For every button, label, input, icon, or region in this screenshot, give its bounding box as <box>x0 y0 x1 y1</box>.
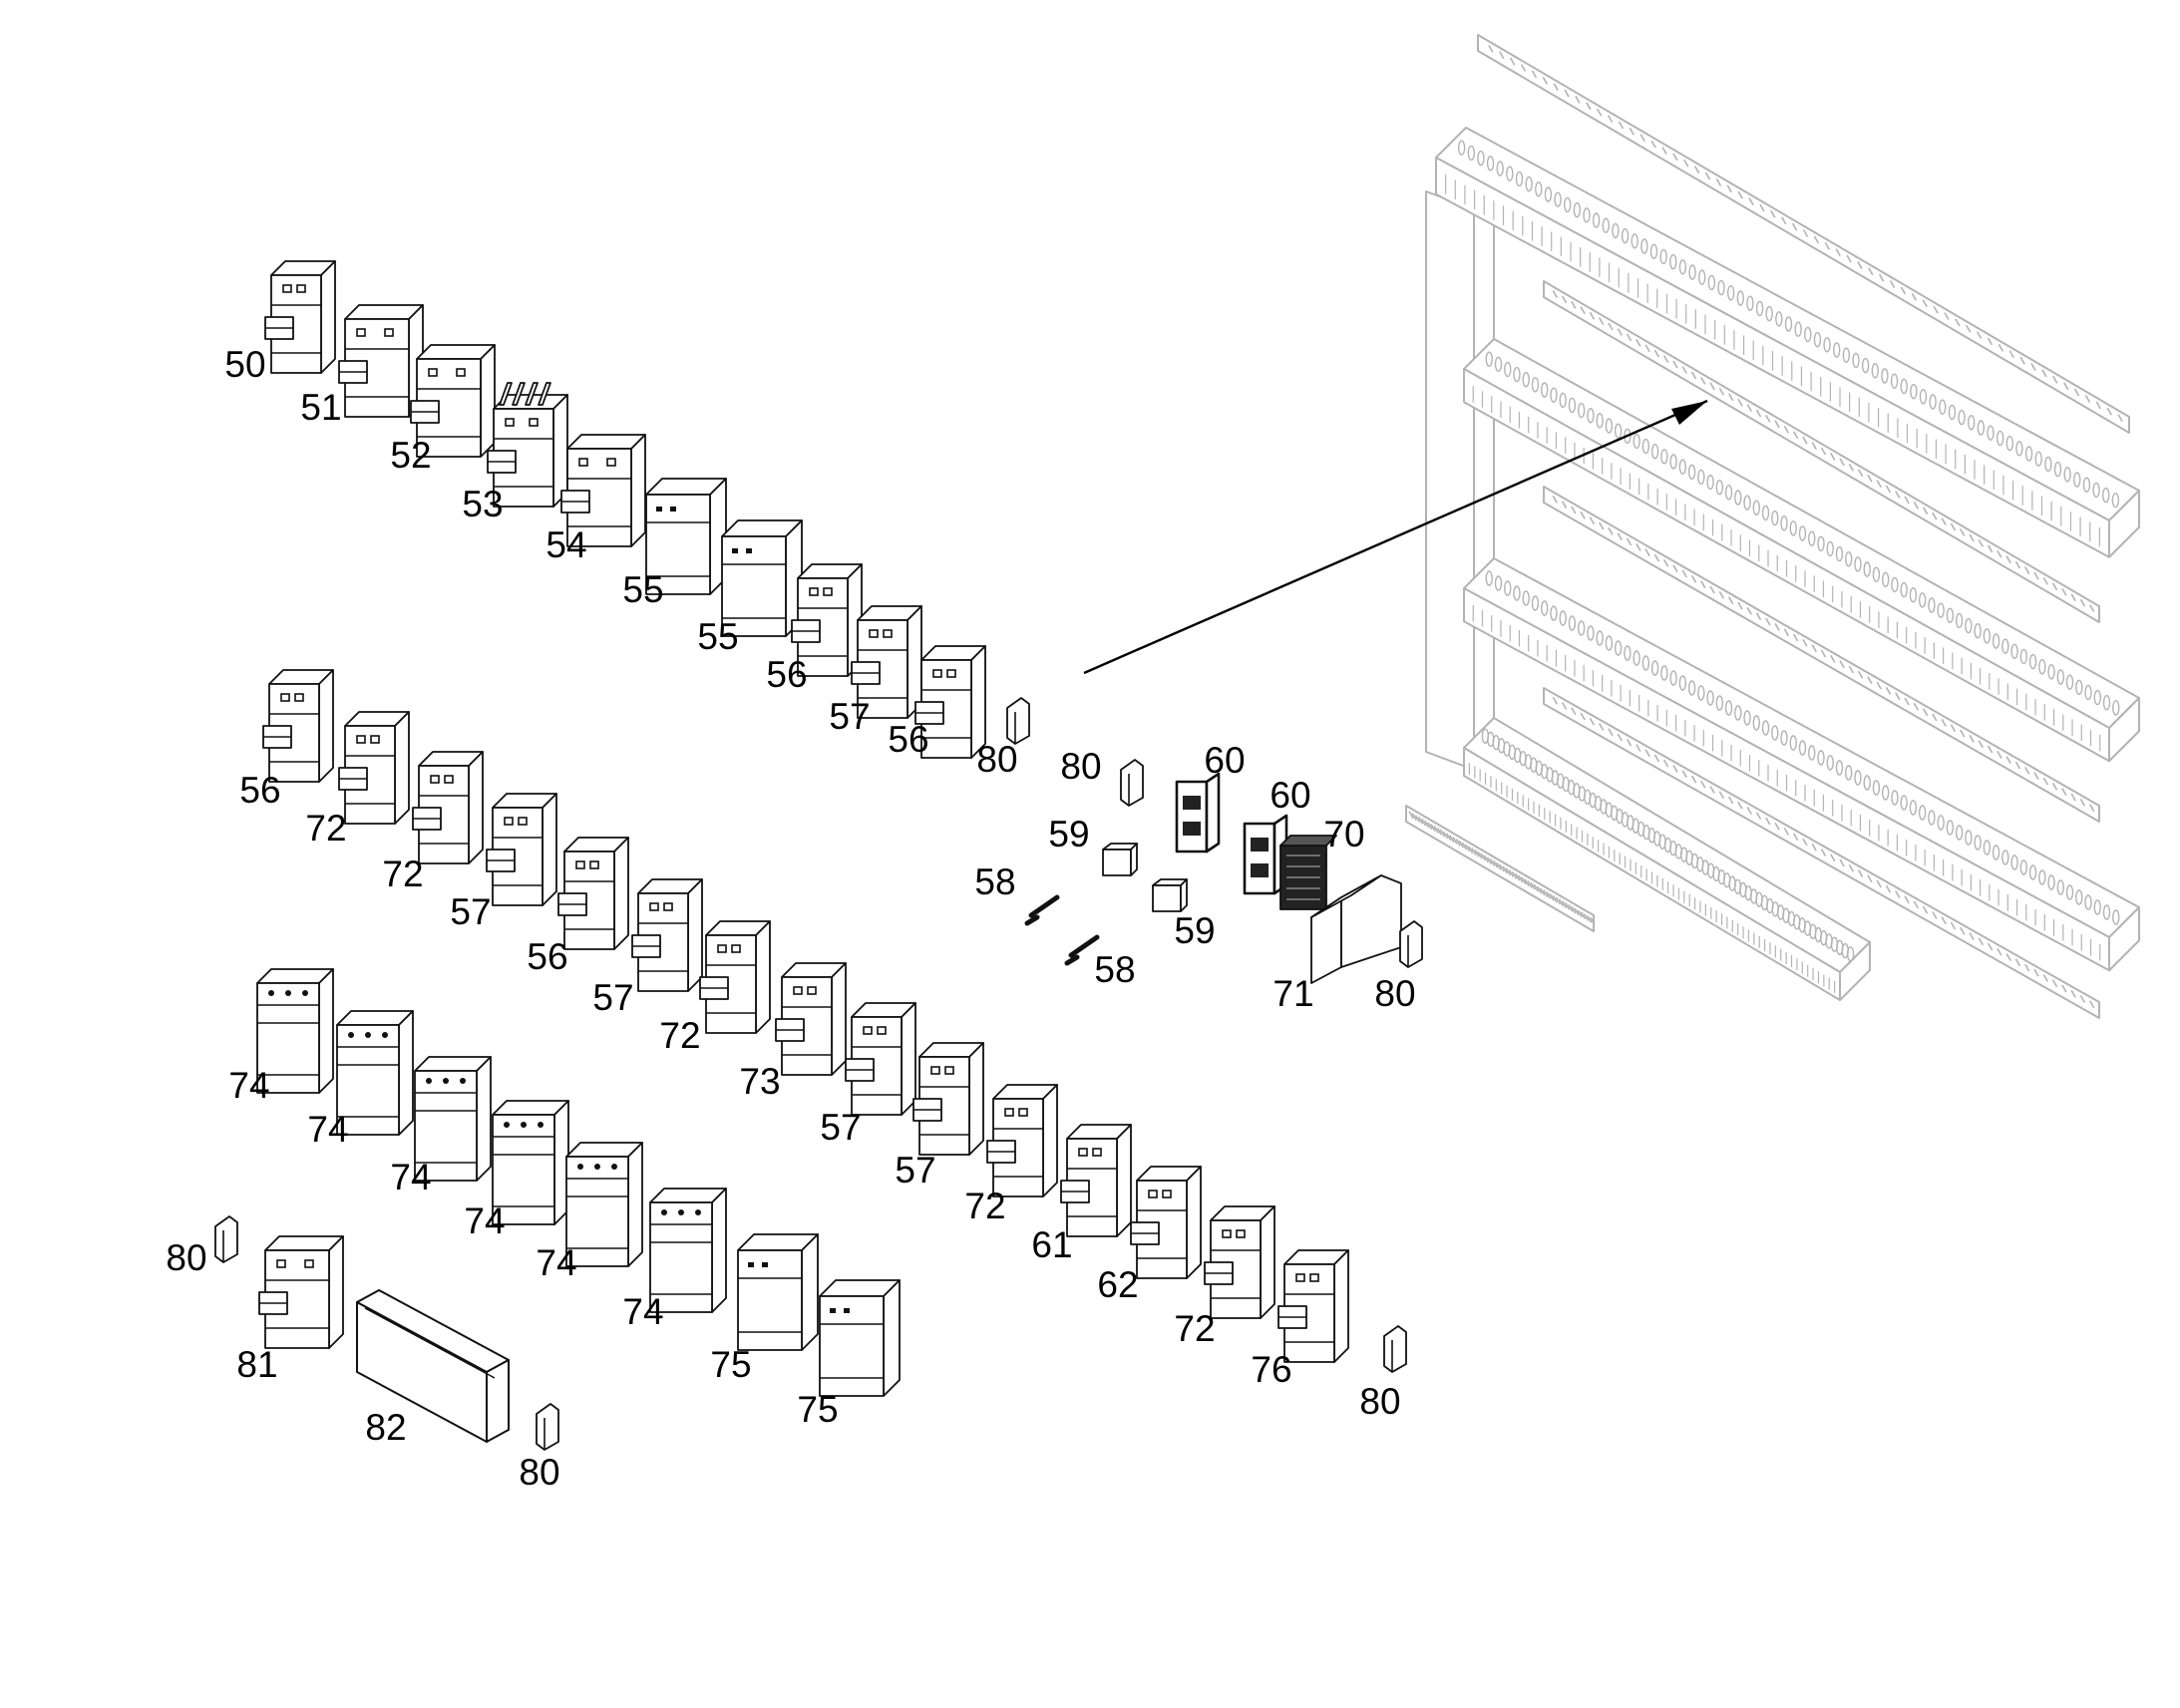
part-power-supply-dark-r4 <box>1279 835 1337 910</box>
din-rail <box>1543 687 2100 1019</box>
part-terminal-module-r9 <box>1310 874 1402 984</box>
part-contactor-l3 <box>414 1056 492 1182</box>
din-rail <box>1405 805 1596 932</box>
part-breaker-1p-m5 <box>557 837 629 950</box>
din-rail <box>1543 280 2100 623</box>
part-breaker-1p-m15 <box>1277 1249 1349 1363</box>
part-breaker-1p-m7 <box>699 920 771 1034</box>
part-breaker-1p-m2 <box>338 711 410 825</box>
slotted-cable-duct <box>1435 127 2140 558</box>
part-contactor-l1 <box>256 968 334 1094</box>
part-module-box-l8 <box>819 1279 901 1397</box>
part-end-stop-r10 <box>1399 920 1423 968</box>
part-breaker-1p-m12 <box>1060 1124 1132 1237</box>
part-breaker-1p-m11 <box>986 1084 1058 1197</box>
part-breaker-1p-m10 <box>912 1042 984 1156</box>
part-end-stop-b4 <box>536 1403 559 1451</box>
part-module-box-c6 <box>645 478 727 595</box>
leader-arrow-line <box>1083 399 1708 675</box>
part-breaker-1p-m13 <box>1130 1166 1202 1279</box>
part-breaker-1p-c10 <box>914 645 986 759</box>
part-contactor-l2 <box>336 1010 414 1136</box>
part-breaker-2p-c2 <box>338 304 424 418</box>
part-breaker-2p-b2 <box>258 1235 344 1349</box>
part-breaker-1p-c1 <box>264 260 336 374</box>
leader-arrowhead <box>1671 401 1707 425</box>
part-cover-tray-b3 <box>356 1289 510 1443</box>
part-module-box-c7 <box>721 519 803 637</box>
part-breaker-1p-m3 <box>412 751 484 864</box>
part-breaker-1p-m6 <box>631 878 703 992</box>
part-relay-cube-r6 <box>1152 878 1188 912</box>
part-end-stop-m16 <box>1383 1325 1407 1373</box>
part-breaker-1p-c9 <box>851 605 922 719</box>
part-contactor-l4 <box>492 1100 569 1225</box>
part-contactor-l5 <box>565 1142 643 1267</box>
part-breaker-1p-m8 <box>775 962 847 1076</box>
slotted-cable-duct <box>1463 338 2140 763</box>
part-bridge-clip-r8 <box>1064 934 1100 966</box>
part-bridge-clip-r7 <box>1024 894 1060 926</box>
part-switch-finned-c4 <box>487 382 568 508</box>
part-contactor-l6 <box>649 1188 727 1313</box>
part-breaker-1p-m1 <box>262 669 334 783</box>
din-rail <box>1477 34 2130 434</box>
part-breaker-2p-c3 <box>410 344 496 458</box>
component-drawings <box>214 260 1423 1451</box>
slotted-cable-duct <box>1463 557 2140 972</box>
part-module-box-l7 <box>737 1233 819 1351</box>
part-breaker-2p-c5 <box>560 434 646 547</box>
part-breaker-1p-c8 <box>791 563 863 677</box>
part-end-stop-c11 <box>1006 697 1030 745</box>
part-end-stop-r1 <box>1120 759 1144 807</box>
cable-duct-rail-assembly <box>1405 34 2140 1019</box>
part-breaker-1p-m14 <box>1204 1205 1275 1319</box>
part-breaker-1p-m4 <box>486 793 557 906</box>
part-relay-socket-r2 <box>1175 772 1221 854</box>
slotted-cable-duct <box>1463 717 1871 1001</box>
part-end-stop-b1 <box>214 1215 238 1263</box>
din-rail <box>1543 486 2100 823</box>
part-breaker-1p-m9 <box>845 1002 916 1116</box>
part-relay-cube-r5 <box>1102 843 1138 876</box>
